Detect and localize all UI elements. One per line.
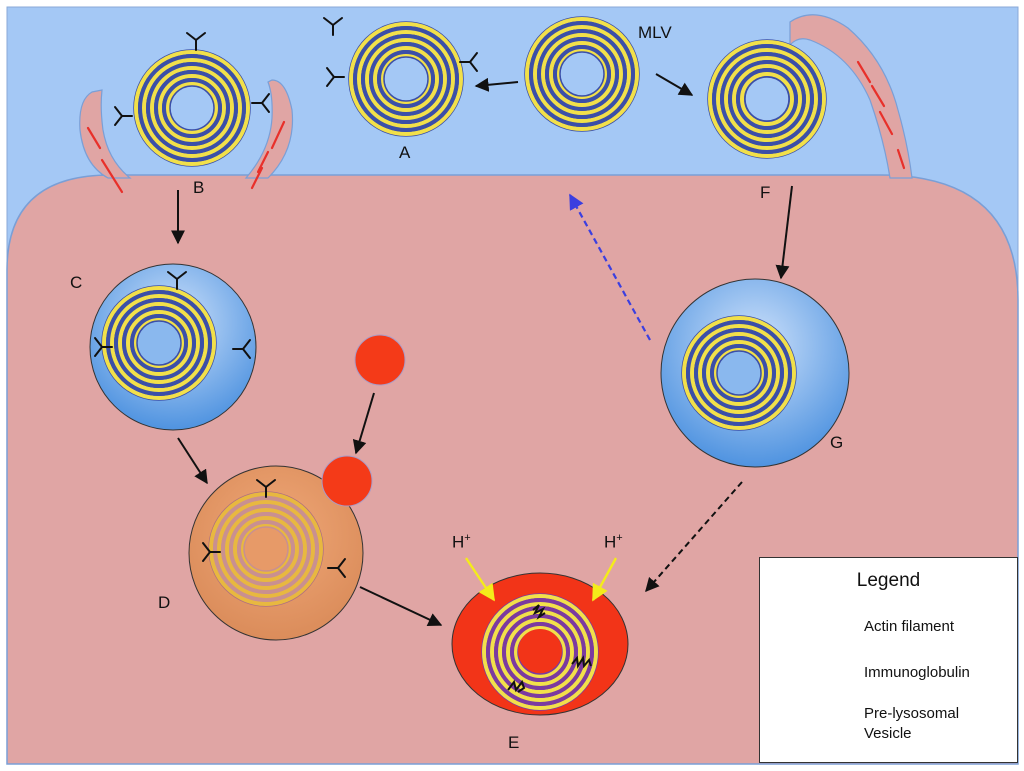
immunoglobulin-c-right [232, 339, 251, 359]
legend-actin-label: Actin filament [864, 618, 955, 635]
immunoglobulin-d-left [202, 542, 221, 562]
immunoglobulin-a-left [326, 67, 345, 87]
membrane-protrusion-f [789, 14, 913, 179]
immunoglobulin-d-right [327, 558, 346, 578]
immunoglobulin-c-left [94, 337, 113, 357]
legend-vesicle-label-2: Vesicle [864, 725, 912, 742]
legend-vesicle-label-1: Pre-lysosomal [864, 705, 960, 722]
liposome-f [707, 39, 827, 159]
pre-lysosomal-vesicle-2 [321, 455, 373, 507]
label-f: F [760, 183, 771, 202]
immunoglobulin-b-right [251, 93, 270, 113]
lysosome-core [518, 629, 562, 673]
immunoglobulin-a-right [459, 52, 478, 72]
proton-right-sign: + [616, 532, 623, 544]
arrow-vesicle-to-d [352, 392, 375, 455]
membrane-protrusion-left [79, 89, 132, 179]
liposome-in-c [101, 285, 217, 401]
degraded-immunoglobulins [507, 604, 592, 693]
proton-arrow-right [591, 557, 618, 602]
immunoglobulin-b-top [186, 32, 206, 51]
pathway-arrows [171, 73, 793, 626]
label-d: D [158, 593, 171, 612]
proton-left-h: H [452, 532, 465, 552]
immunoglobulin-a-top [323, 17, 343, 36]
arrow-g-to-e [645, 481, 743, 593]
arrow-recycle [569, 193, 651, 341]
label-mlv: MLV [638, 23, 672, 42]
immunoglobulin-b-left [114, 106, 133, 126]
label-b: B [193, 178, 205, 197]
label-a: A [399, 143, 411, 162]
liposome-in-d [208, 491, 324, 607]
actin-filaments [86, 60, 906, 194]
legend-title: Legend [856, 570, 921, 591]
arrow-d-to-e [359, 586, 443, 626]
label-g: G [830, 433, 844, 452]
arrow-f-to-g [775, 185, 793, 280]
arrow-c-to-d [177, 437, 208, 485]
label-c: C [70, 273, 83, 292]
pre-lysosomal-vesicle-1 [354, 334, 406, 386]
label-e: E [508, 733, 520, 752]
proton-arrow-left [465, 557, 495, 602]
legend-immunoglobulin-label: Immunoglobulin [864, 664, 970, 681]
liposome-a [348, 21, 464, 137]
membrane-protrusion-right [244, 79, 294, 179]
mlv-particle [524, 16, 640, 132]
liposome-in-g [681, 315, 797, 431]
immunoglobulin-c-top [167, 271, 187, 290]
proton-label-left: H+ [452, 532, 471, 553]
liposome-b [133, 49, 251, 167]
legend: Legend Actin filament Immunoglobulin Pre… [759, 557, 1018, 763]
proton-left-sign: + [464, 532, 471, 544]
proton-label-right: H+ [604, 532, 623, 553]
immunoglobulin-d-top [256, 479, 276, 498]
immunoglobulins [94, 17, 478, 578]
arrow-mlv-to-f [655, 73, 694, 96]
arrow-mlv-to-a [474, 77, 519, 92]
proton-right-h: H [604, 532, 617, 552]
